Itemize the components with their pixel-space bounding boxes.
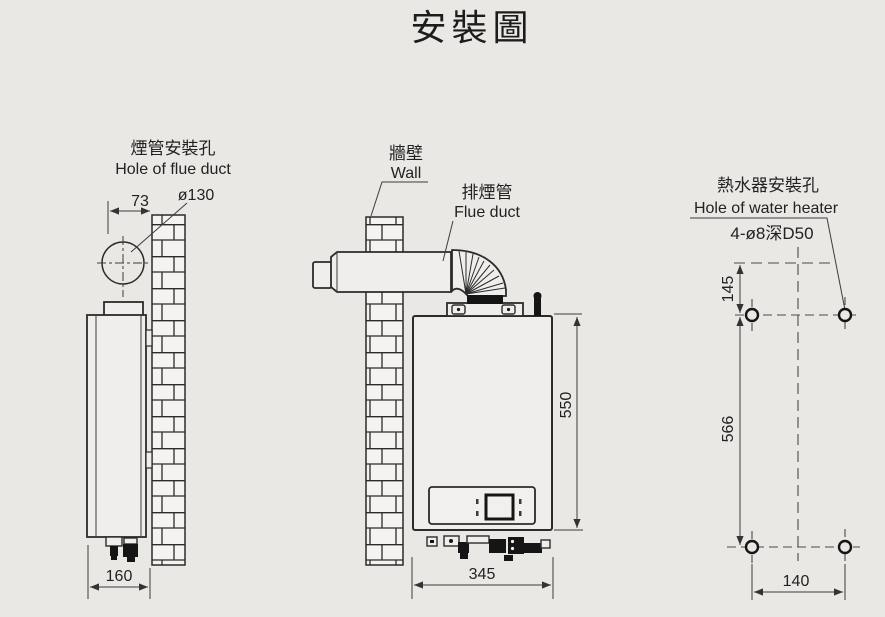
water-heater-hole-label-en: Hole of water heater bbox=[694, 200, 839, 217]
svg-text:566: 566 bbox=[720, 416, 737, 443]
flexible-duct-elbow-icon bbox=[451, 249, 507, 297]
panel-buttons[interactable] bbox=[476, 499, 522, 516]
flue-collar-bracket-icon bbox=[446, 295, 524, 317]
pipe-fittings-side-icon bbox=[105, 536, 138, 562]
dim-width-345: 345 bbox=[411, 557, 554, 599]
water-heater-side-body bbox=[86, 301, 153, 562]
wall-label-zh: 牆壁 bbox=[389, 144, 423, 163]
svg-text:ø130: ø130 bbox=[178, 187, 215, 204]
display-screen bbox=[484, 493, 515, 521]
dim-vertical-spacing-566: 566 bbox=[720, 317, 744, 545]
mounting-hole-top-right bbox=[837, 307, 853, 323]
hole-spec-label: 4-ø8深D50 bbox=[730, 224, 813, 243]
dim-top-offset-145: 145 bbox=[720, 265, 744, 313]
flue-hole-label-zh: 煙管安裝孔 bbox=[131, 139, 216, 158]
svg-text:345: 345 bbox=[469, 566, 496, 583]
svg-text:73: 73 bbox=[131, 193, 149, 210]
mounting-hole-bottom-left bbox=[744, 539, 760, 555]
front-view: 牆壁 Wall 排煙管 Flue duct 550 345 bbox=[312, 144, 583, 599]
flue-duct-label-zh: 排煙管 bbox=[462, 183, 513, 202]
control-panel bbox=[428, 486, 536, 525]
dim-offset-73: 73 bbox=[107, 193, 150, 234]
wall-leader-line bbox=[370, 181, 428, 217]
mounting-holes-view: 熱水器安裝孔 Hole of water heater 4-ø8深D50 145 bbox=[690, 176, 860, 600]
pipe-fittings-front-icon bbox=[426, 535, 551, 561]
svg-text:160: 160 bbox=[106, 568, 133, 585]
water-heater-hole-label-zh: 熱水器安裝孔 bbox=[717, 176, 819, 195]
svg-text:145: 145 bbox=[720, 276, 737, 303]
svg-text:140: 140 bbox=[783, 573, 810, 590]
mounting-hole-top-left bbox=[744, 307, 760, 323]
hole-spec-leader-line bbox=[690, 217, 846, 311]
mounting-hole-bottom-right bbox=[837, 539, 853, 555]
dim-height-550: 550 bbox=[554, 313, 583, 531]
flue-pipe-icon bbox=[312, 251, 452, 293]
flue-hole-label-en: Hole of flue duct bbox=[115, 161, 231, 178]
flue-hole-circle-icon bbox=[97, 236, 151, 297]
wall-label-en: Wall bbox=[391, 165, 422, 182]
vent-pipe-icon bbox=[533, 292, 542, 316]
water-heater-front-body bbox=[412, 292, 553, 561]
flue-duct-leader-line bbox=[442, 220, 454, 262]
dim-depth-160: 160 bbox=[87, 545, 151, 599]
side-view: 煙管安裝孔 Hole of flue duct 73 ø130 160 bbox=[86, 139, 231, 599]
dim-hole-diameter-130: ø130 bbox=[130, 187, 215, 253]
svg-text:550: 550 bbox=[558, 392, 575, 419]
dim-horizontal-spacing-140: 140 bbox=[751, 564, 846, 600]
flue-duct-label-en: Flue duct bbox=[454, 204, 520, 221]
page-title: 安裝圖 bbox=[410, 7, 533, 48]
brick-wall-side-icon bbox=[151, 214, 186, 566]
